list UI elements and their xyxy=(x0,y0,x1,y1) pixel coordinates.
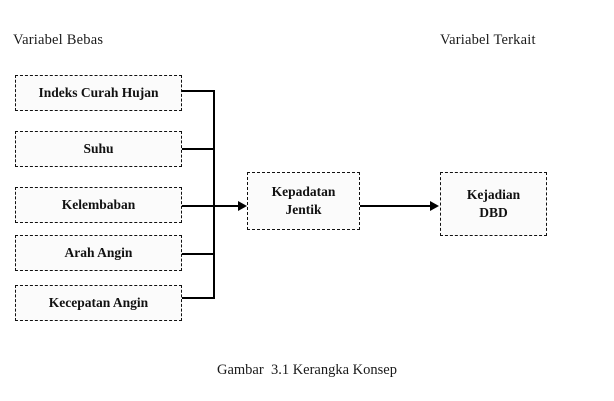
arrow-line-kepadatan-jentik-to-kejadian-dbd xyxy=(360,205,432,207)
connector-vertical-bus xyxy=(213,90,215,299)
connector-kelembaban xyxy=(182,205,215,207)
node-label-line2: DBD xyxy=(479,205,508,220)
node-kejadian-dbd[interactable]: Kejadian DBD xyxy=(440,172,547,236)
node-label: Arah Angin xyxy=(64,244,133,260)
figure-caption: Gambar 3.1 Kerangka Konsep xyxy=(217,362,397,378)
connector-arah-angin xyxy=(182,253,215,255)
arrowhead-icon-kepadatan-jentik xyxy=(238,201,247,211)
node-suhu[interactable]: Suhu xyxy=(15,131,182,167)
node-label: Kelembaban xyxy=(61,196,136,212)
node-label-line1: Kejadian xyxy=(466,186,521,202)
column-heading-independent: Variabel Bebas xyxy=(13,32,104,48)
node-label-line1: Kepadatan xyxy=(271,183,336,199)
node-label-line2: Jentik xyxy=(285,202,322,217)
arrowhead-icon-kejadian-dbd xyxy=(430,201,439,211)
connector-suhu xyxy=(182,148,215,150)
node-label: Indeks Curah Hujan xyxy=(38,84,159,100)
connector-indeks-curah-hujan xyxy=(182,90,215,92)
node-label: Kepadatan Jentik xyxy=(272,183,336,219)
node-arah-angin[interactable]: Arah Angin xyxy=(15,235,182,271)
node-kecepatan-angin[interactable]: Kecepatan Angin xyxy=(15,285,182,321)
node-label: Kejadian DBD xyxy=(467,186,520,222)
node-kepadatan-jentik[interactable]: Kepadatan Jentik xyxy=(247,172,360,230)
connector-kecepatan-angin xyxy=(182,297,215,299)
arrow-line-bus-to-kepadatan-jentik xyxy=(213,205,241,207)
node-indeks-curah-hujan[interactable]: Indeks Curah Hujan xyxy=(15,75,182,111)
column-heading-dependent: Variabel Terkait xyxy=(440,32,536,48)
node-label: Kecepatan Angin xyxy=(48,294,149,310)
node-kelembaban[interactable]: Kelembaban xyxy=(15,187,182,223)
node-label: Suhu xyxy=(83,140,114,156)
